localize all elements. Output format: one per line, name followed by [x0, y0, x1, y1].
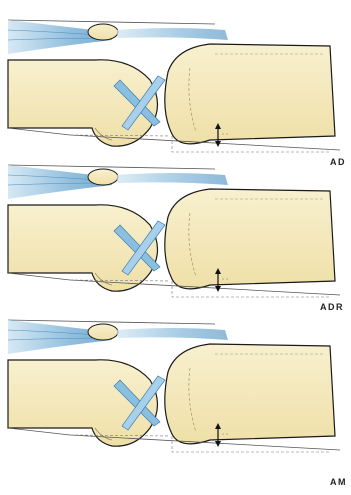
knee-panel-am	[8, 320, 340, 452]
knee-panel-ad	[8, 20, 340, 152]
panel-label-ad: AD	[330, 157, 346, 167]
knee-panel-adr	[8, 165, 340, 297]
panel-label-am: AM	[330, 477, 347, 487]
panel-label-adr: ADR	[320, 302, 344, 312]
